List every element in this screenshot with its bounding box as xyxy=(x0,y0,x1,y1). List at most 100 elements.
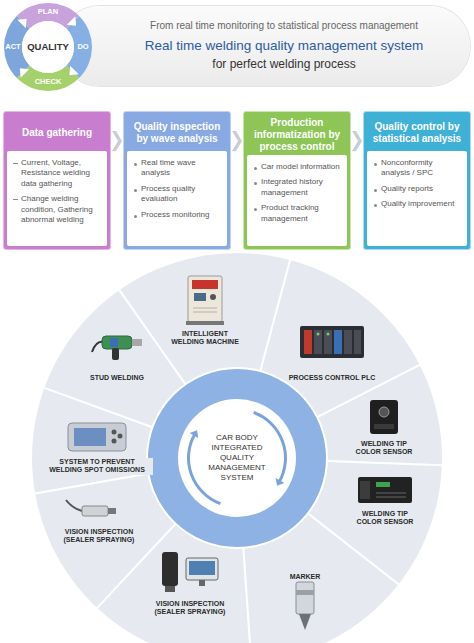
plc-led xyxy=(317,333,320,336)
device-label: MARKER xyxy=(288,573,323,581)
label-holder: WELDING TIP COLOR SENSOR xyxy=(350,510,420,528)
sector-divider xyxy=(44,388,152,427)
hub-label: QUALITY xyxy=(27,42,69,52)
monitor-body xyxy=(68,423,126,451)
sensor-body xyxy=(358,477,412,503)
cycle-step-label: ACT xyxy=(5,43,20,51)
bullet-item: Real time wave analysis xyxy=(132,158,222,179)
cabinet-knob xyxy=(210,294,216,300)
cabinet-vent xyxy=(193,312,217,313)
sensor-line xyxy=(376,493,406,494)
process-box: Production informatization by process co… xyxy=(243,111,351,250)
cabinet-panel xyxy=(192,280,218,289)
hub-circle xyxy=(22,21,74,73)
box-panel: Real time wave analysisProcess quality e… xyxy=(127,151,227,246)
bullet-item: Product tracking management xyxy=(252,203,342,224)
plc-module xyxy=(324,330,332,354)
device-label: VISION INSPECTION (SEALER SPRAYING) xyxy=(140,600,240,617)
marker-icon xyxy=(296,582,314,630)
flow-chevron xyxy=(112,131,122,151)
monitor-button xyxy=(112,430,117,435)
cabinet-base xyxy=(186,321,224,325)
vision-screen xyxy=(189,561,215,575)
cycle-arrowhead xyxy=(69,66,78,75)
sector-dividers xyxy=(35,260,442,643)
plc-icon xyxy=(300,326,364,358)
gun-body xyxy=(102,336,132,349)
label-holder: STUD WELDING xyxy=(77,366,157,384)
bullet-item: Nonconformity analysis / SPC xyxy=(372,158,462,179)
plc-module xyxy=(344,330,352,354)
sensor-line xyxy=(376,497,406,498)
cabinet-vent xyxy=(193,308,217,309)
banner-text: Real time welding quality management sys… xyxy=(145,38,423,54)
cycle-arrowhead xyxy=(20,68,29,77)
label-holder: SYSTEM TO PREVENT WELDING SPOT OMISSIONS xyxy=(41,458,153,476)
sensor-body xyxy=(370,400,398,434)
gun-band xyxy=(110,338,118,347)
bullet-item: Process quality evaluation xyxy=(132,184,222,205)
camera-lens xyxy=(165,586,175,592)
core-circle: CAR BODY INTEGRATED QUALITY MANAGEMENT S… xyxy=(177,398,297,518)
box-panel: Current, Voltage, Resistance welding dat… xyxy=(7,151,107,246)
vision-stand xyxy=(199,580,205,586)
sector-divider xyxy=(327,461,442,465)
bullet-item: Quality improvement xyxy=(372,199,462,209)
banner-text: From real time monitoring to statistical… xyxy=(150,20,418,32)
flow-chevron xyxy=(232,131,242,151)
monitor-screen xyxy=(74,428,106,446)
stud-gun-icon xyxy=(92,336,142,360)
vision-camera-icon xyxy=(162,552,218,592)
plc-module xyxy=(354,330,361,354)
cabinet-screen xyxy=(194,293,206,301)
inner-ring-edge xyxy=(147,368,327,548)
cycle-step-label: PLAN xyxy=(38,8,58,16)
bullet-item: Quality reports xyxy=(372,184,462,194)
plc-module xyxy=(334,330,342,354)
process-box: Quality inspection by wave analysisReal … xyxy=(123,111,231,250)
cycle-arrowhead xyxy=(190,430,199,438)
process-box: Data gatheringCurrent, Voltage, Resistan… xyxy=(3,111,111,250)
gun-nozzle xyxy=(132,339,142,346)
marker-body xyxy=(296,582,314,614)
bullet-item: Current, Voltage, Resistance welding dat… xyxy=(12,158,102,189)
sector-divider xyxy=(243,548,251,643)
cabinet xyxy=(188,276,222,322)
label-holder: MARKER xyxy=(275,565,335,583)
box-panel: Car model informationIntegrated history … xyxy=(247,155,347,246)
welding-machine-icon xyxy=(186,276,224,325)
quality-hub: QUALITY xyxy=(22,21,74,73)
label-holder: INTELLIGENT WELDING MACHINE xyxy=(165,330,245,348)
plc-rack xyxy=(300,326,364,358)
marker-tip xyxy=(299,614,311,630)
sensor-plate xyxy=(374,424,394,429)
process-box: Quality control by statistical analysisN… xyxy=(363,111,471,250)
sector-divider xyxy=(35,474,148,494)
spot-monitor-icon xyxy=(68,423,126,451)
flow-chevron xyxy=(352,131,362,151)
device-label: STUD WELDING xyxy=(88,374,146,382)
device-label: PROCESS CONTROL PLC xyxy=(287,374,378,382)
bullet-item: Integrated history management xyxy=(252,177,342,198)
camera-body xyxy=(162,552,178,586)
box-heading: Data gathering xyxy=(7,115,107,151)
sector-divider xyxy=(317,365,420,417)
tip-sensor-icon xyxy=(370,400,398,434)
device-label: INTELLIGENT WELDING MACHINE xyxy=(165,330,245,347)
cycle-step-label: DO xyxy=(77,43,88,51)
sensor-tag xyxy=(376,482,390,487)
label-holder: WELDING TIP COLOR SENSOR xyxy=(349,440,419,458)
cycle-arrowhead xyxy=(17,19,26,28)
label-holder: PROCESS CONTROL PLC xyxy=(280,366,385,384)
cycle-arrowhead xyxy=(67,16,76,25)
tip-sensor-icon xyxy=(358,477,412,503)
box-panel: Nonconformity analysis / SPC Quality repo… xyxy=(367,151,467,246)
monitor-button xyxy=(112,439,117,444)
title-banner: From real time monitoring to statistical… xyxy=(60,6,470,86)
plc-module xyxy=(304,330,312,354)
bullet-item: Change welding condition, Gathering abno… xyxy=(12,194,102,225)
gun-handle xyxy=(112,348,119,360)
label-holder: VISION INSPECTION (SEALER SPRAYING) xyxy=(140,600,240,618)
